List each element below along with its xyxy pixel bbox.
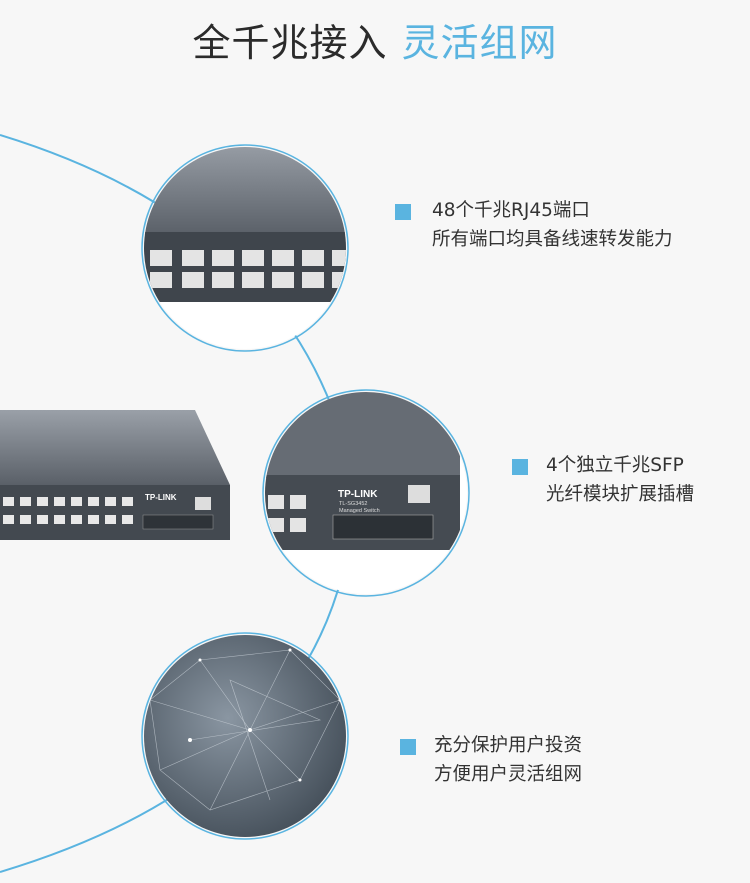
square-bullet-icon — [512, 459, 528, 475]
square-bullet-icon — [395, 204, 411, 220]
feature-line: 48个千兆RJ45端口 — [432, 200, 590, 221]
brand-logo: TP-LINK — [145, 493, 177, 502]
square-bullet-icon — [400, 739, 416, 755]
feature-line: 光纤模块扩展插槽 — [546, 484, 695, 505]
title-accent: 灵活组网 — [401, 21, 558, 65]
feature-sfp: 4个独立千兆SFP 光纤模块扩展插槽 — [512, 451, 695, 509]
feature-line: 方便用户灵活组网 — [434, 764, 583, 785]
detail-circle-network — [144, 635, 346, 837]
feature-investment: 充分保护用户投资 方便用户灵活组网 — [400, 731, 583, 789]
detail-circle-ports — [144, 147, 346, 349]
model-subtitle: Managed Switch — [339, 508, 380, 514]
feature-line: 充分保护用户投资 — [434, 735, 583, 756]
page-title: 全千兆接入灵活组网 — [0, 12, 750, 67]
feature-line: 所有端口均具备线速转发能力 — [432, 229, 673, 250]
feature-line: 4个独立千兆SFP — [546, 455, 684, 476]
feature-ports: 48个千兆RJ45端口 所有端口均具备线速转发能力 — [395, 196, 673, 254]
switch-image: TP-LINK — [0, 410, 230, 540]
brand-label: TP-LINK — [338, 489, 378, 500]
title-dark: 全千兆接入 — [192, 21, 388, 65]
model-label: TL-SG3452 — [339, 501, 367, 507]
